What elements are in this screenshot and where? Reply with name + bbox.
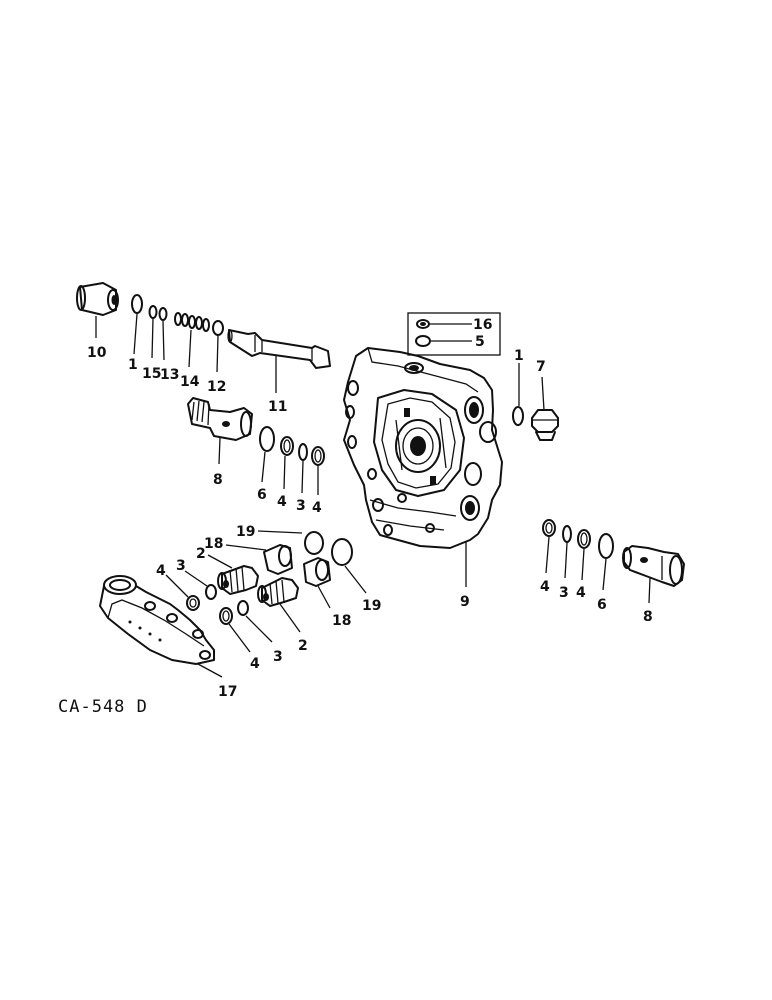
washer-15-part — [148, 305, 158, 319]
callout-4-d: 4 — [250, 656, 260, 672]
callout-4-e: 4 — [540, 579, 550, 595]
callout-8-b: 8 — [643, 609, 653, 625]
backup-ring-4-b-part — [311, 446, 325, 466]
callout-19-b: 19 — [362, 598, 381, 614]
seal-6-a-part — [259, 426, 275, 452]
callout-13: 13 — [160, 367, 179, 383]
callout-15: 15 — [142, 366, 161, 382]
callout-4-f: 4 — [576, 585, 586, 601]
callout-18-b: 18 — [332, 613, 351, 629]
callout-6-b: 6 — [597, 597, 607, 613]
callout-4-a: 4 — [277, 494, 287, 510]
manifold-part — [99, 575, 215, 665]
valve-body-part — [343, 347, 503, 549]
callout-18-a: 18 — [204, 536, 223, 552]
relief-valve-right-part — [622, 545, 685, 587]
callout-16: 16 — [473, 317, 492, 333]
backup-ring-4-d-part — [219, 607, 233, 625]
o-ring-3-d-part — [562, 525, 572, 543]
o-ring-19-a-part — [304, 531, 324, 555]
callout-7: 7 — [536, 359, 546, 375]
backup-ring-4-f-part — [577, 529, 591, 549]
relief-valve-left-part — [187, 397, 253, 441]
callout-10: 10 — [87, 345, 107, 361]
washer-12-part — [212, 320, 224, 336]
callout-2-a: 2 — [196, 546, 206, 562]
spring-part — [174, 312, 210, 332]
seal-6-b-part — [598, 533, 614, 559]
backup-ring-4-a-part — [280, 436, 294, 456]
valve-cap-part — [76, 282, 119, 316]
callout-3-c: 3 — [273, 649, 283, 665]
plug-part — [531, 409, 559, 441]
drawing-code: CA-548 D — [58, 697, 148, 717]
check-valve-2-b-part — [257, 577, 299, 607]
callout-5: 5 — [475, 334, 485, 350]
callout-3-d: 3 — [559, 585, 569, 601]
callout-14: 14 — [180, 374, 200, 390]
o-ring-part — [131, 294, 143, 314]
valve-spool-part — [227, 329, 331, 369]
callout-2-b: 2 — [298, 638, 308, 654]
callout-9: 9 — [460, 594, 470, 610]
backup-ring-4-e-part — [542, 519, 556, 537]
callout-8-a: 8 — [213, 472, 223, 488]
callout-19-a: 19 — [236, 524, 255, 540]
sleeve-18-b-part — [303, 557, 331, 587]
o-ring-19-b-part — [331, 538, 353, 566]
callout-3-b: 3 — [176, 558, 186, 574]
callout-1-a: 1 — [128, 357, 138, 373]
o-ring-1-b-part — [512, 406, 524, 426]
check-valve-2-a-part — [217, 565, 259, 595]
seal-kit-box — [407, 312, 501, 356]
callout-3-a: 3 — [296, 498, 306, 514]
callout-12: 12 — [207, 379, 226, 395]
o-ring-3-b-part — [205, 584, 217, 600]
callout-6-a: 6 — [257, 487, 267, 503]
callout-4-b: 4 — [312, 500, 322, 516]
callout-11: 11 — [268, 399, 287, 415]
backup-ring-4-c-part — [186, 595, 200, 611]
washer-13-part — [158, 307, 168, 321]
sleeve-18-a-part — [263, 544, 293, 575]
o-ring-3-c-part — [237, 600, 249, 616]
o-ring-3-a-part — [298, 443, 308, 461]
callout-17: 17 — [218, 684, 237, 700]
callout-1-b: 1 — [514, 348, 524, 364]
callout-4-c: 4 — [156, 563, 166, 579]
